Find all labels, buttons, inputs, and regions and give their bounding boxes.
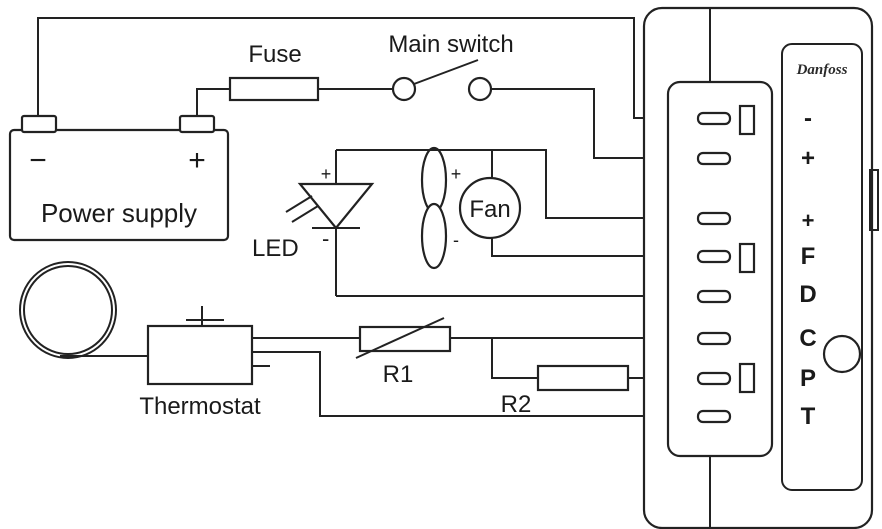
terminal-slot-d bbox=[696, 289, 732, 304]
terminal-slot-c bbox=[696, 331, 732, 346]
main-switch-label: Main switch bbox=[388, 31, 513, 58]
load-wires bbox=[336, 149, 700, 297]
main-switch: Main switch bbox=[388, 31, 514, 102]
led: + LED - bbox=[252, 150, 375, 296]
fuse: Fuse bbox=[228, 41, 320, 102]
terminal-slot-plus bbox=[696, 151, 732, 166]
resistor-r1: R1 bbox=[355, 317, 452, 388]
terminal-label-plus-2: + bbox=[802, 208, 815, 233]
controller-round-button bbox=[822, 334, 862, 374]
r2-label: R2 bbox=[501, 391, 532, 418]
terminal-slot-t bbox=[696, 409, 732, 424]
led-label: LED bbox=[252, 235, 299, 262]
power-supply: − + Power supply bbox=[8, 114, 230, 242]
terminal-label-t: T bbox=[801, 403, 816, 430]
fan: Fan + - bbox=[420, 146, 522, 270]
terminal-label-plus: + bbox=[801, 145, 815, 172]
sensor-wires bbox=[270, 337, 700, 417]
power-supply-label: Power supply bbox=[41, 198, 197, 228]
terminal-label-d: D bbox=[799, 281, 816, 308]
fan-minus-label: - bbox=[453, 230, 459, 250]
terminal-label-minus: - bbox=[804, 105, 812, 132]
terminal-slot-p bbox=[696, 371, 732, 386]
controller: Danfoss - + + F D C P T bbox=[642, 6, 879, 529]
led-plus-label: + bbox=[321, 164, 332, 184]
led-minus-label: - bbox=[322, 226, 329, 251]
supply-minus-label: − bbox=[29, 144, 47, 177]
r1-label: R1 bbox=[383, 361, 414, 388]
terminal-label-c: C bbox=[799, 325, 816, 352]
fan-plus-label: + bbox=[451, 164, 462, 184]
controller-logo: Danfoss bbox=[796, 62, 848, 78]
terminal-label-p: P bbox=[800, 365, 816, 392]
supply-plus-label: + bbox=[188, 144, 206, 177]
terminal-slot-f bbox=[696, 249, 732, 264]
thermostat-label: Thermostat bbox=[139, 393, 261, 420]
terminal-slot-plus-2 bbox=[696, 211, 732, 226]
terminal-slot-minus bbox=[696, 111, 732, 126]
terminal-label-f: F bbox=[801, 243, 816, 270]
resistor-r2: R2 bbox=[501, 364, 630, 418]
fuse-label: Fuse bbox=[248, 41, 301, 68]
fan-label: Fan bbox=[469, 196, 510, 223]
thermostat: Thermostat bbox=[19, 261, 270, 420]
